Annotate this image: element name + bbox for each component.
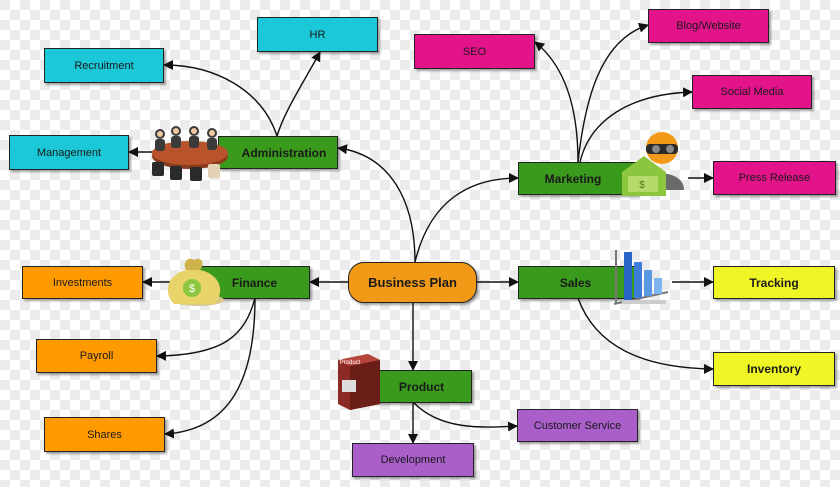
connector-sales-inventory (577, 297, 714, 374)
connector-admin-hr (276, 51, 321, 137)
connector-center-marketing (414, 173, 519, 263)
connector-product-customer-service (412, 401, 518, 432)
svg-text:$: $ (639, 180, 645, 191)
connector-admin-recruitment (163, 60, 278, 137)
product-box-label: Product (340, 360, 361, 366)
center-node-business-plan[interactable]: Business Plan (348, 262, 477, 303)
node-management[interactable]: Management (9, 135, 129, 170)
node-press-release[interactable]: Press Release (713, 161, 836, 195)
node-inventory[interactable]: Inventory (713, 352, 835, 386)
node-recruitment[interactable]: Recruitment (44, 48, 164, 83)
connector-marketing-seo (534, 41, 579, 163)
node-development[interactable]: Development (352, 443, 474, 477)
connector-finance-shares (164, 297, 256, 439)
svg-text:$: $ (189, 283, 195, 295)
product-box-icon: Product (338, 354, 380, 410)
bar-chart-icon (613, 250, 669, 305)
node-marketing[interactable]: Marketing (518, 162, 638, 195)
node-payroll[interactable]: Payroll (36, 339, 157, 373)
connector-finance-payroll (156, 297, 256, 361)
meeting-people-icon (152, 126, 228, 181)
node-seo[interactable]: SEO (414, 34, 535, 69)
node-blog-website[interactable]: Blog/Website (648, 9, 769, 43)
money-bag-icon: $ (167, 258, 224, 306)
node-social-media[interactable]: Social Media (692, 75, 812, 109)
node-sales[interactable]: Sales (518, 266, 638, 299)
marketing-person-icon: $ (622, 132, 684, 196)
node-tracking[interactable]: Tracking (713, 266, 835, 299)
node-customer-service[interactable]: Customer Service (517, 409, 638, 442)
connector-center-administration (337, 144, 416, 263)
node-shares[interactable]: Shares (44, 417, 165, 452)
node-hr[interactable]: HR (257, 17, 378, 52)
node-investments[interactable]: Investments (22, 266, 143, 299)
node-product[interactable]: Product (366, 370, 472, 403)
connector-marketing-blog (577, 22, 649, 163)
connector-marketing-social (579, 87, 693, 163)
node-administration[interactable]: Administration (218, 136, 338, 169)
